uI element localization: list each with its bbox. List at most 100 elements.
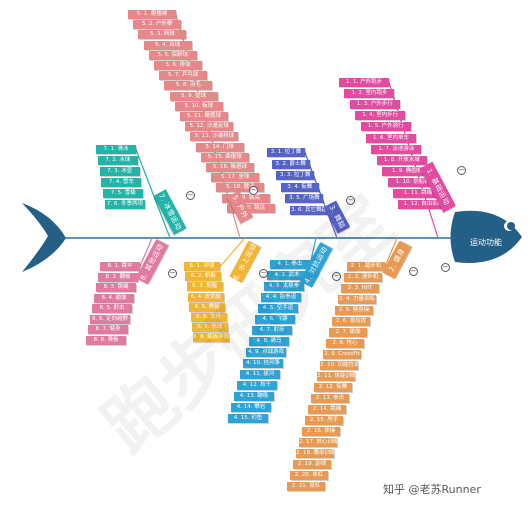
branch-item: 6. 4. 皮划艇 — [187, 292, 224, 302]
branch-item: 5. 20. 跳远 — [226, 203, 275, 213]
watermark-text: 知乎 @老苏Runner — [383, 483, 481, 496]
branch-item: 7. 5. 雪橇 — [103, 189, 144, 198]
fish-tail — [22, 203, 66, 272]
branch-item: 4. 14. 攀岩 — [231, 403, 271, 412]
branch-item: 5. 4. 台球 — [143, 40, 192, 50]
branch-item: 2. 18. 腰部训练 — [296, 449, 334, 458]
branch-item: 6. 7. 水球 — [191, 323, 228, 333]
branch-item: 1. 3. 户外步行 — [349, 100, 400, 110]
collapse-toggle[interactable]: − — [186, 191, 195, 200]
branch-item: 3. 6. 其它舞蹈 — [290, 205, 328, 215]
branch-item: 4. 8. 骑马 — [249, 337, 289, 346]
collapse-toggle[interactable]: − — [409, 267, 418, 276]
branch-item: 1. 9. 椭圆机 — [382, 166, 433, 176]
branch-item: 1. 5. 户外骑行 — [360, 122, 411, 132]
branch-item: 5. 19. 跳高 — [221, 193, 270, 203]
branch-item: 7. 1. 滑冰 — [96, 145, 136, 154]
branch-item: 2. 19. 韵律 — [293, 460, 331, 469]
fish-head — [450, 210, 522, 263]
branch-item: 8. 1. 跳伞 — [100, 262, 140, 271]
collapse-toggle[interactable]: − — [332, 272, 341, 281]
branch-item: 8. 8. 滑板 — [86, 335, 126, 345]
branch-item: 5. 2. 户外攀 — [133, 20, 182, 30]
branch-item: 4. 4. 跆拳道 — [261, 293, 301, 302]
branch-item: 6. 6. 龙舟 — [190, 313, 227, 322]
branch-item: 8. 7. 健身 — [88, 325, 128, 334]
branch-item: 2. 3. HIIT — [341, 284, 379, 293]
branch-item: 2. 21. 双杠 — [287, 482, 325, 491]
branch-bone — [219, 237, 246, 267]
branch-item: 5. 16. 躲避球 — [206, 163, 254, 172]
branch-item: 4. 1. 拳击 — [270, 260, 310, 269]
branch-item: 1. 1. 户外跑步 — [339, 78, 389, 87]
branch-item: 4. 5. 空手道 — [258, 304, 298, 313]
branch-item: 4. 12. 秋千 — [237, 381, 277, 390]
collapse-toggle[interactable]: − — [346, 196, 355, 205]
collapse-toggle[interactable]: − — [249, 186, 258, 195]
branch-item: 6. 5. 赛艇 — [189, 302, 226, 312]
branch-item: 1. 6. 室内单车 — [366, 133, 416, 143]
branch-item: 7. 3. 冰壶 — [99, 167, 140, 176]
branch-bone — [139, 237, 153, 267]
branch-item: 2. 7. 瑜伽 — [329, 328, 367, 337]
branch-item: 8. 6. 定向越野 — [90, 314, 130, 324]
branch-item: 3. 4. 街舞 — [280, 182, 319, 192]
branch-item: 2. 5. 健身操 — [335, 306, 373, 315]
branch-item: 1. 10. 划船机 — [387, 177, 438, 187]
branch-item: 7. 4. 雪车 — [101, 178, 142, 187]
collapse-toggle[interactable]: − — [259, 269, 268, 278]
branch-item: 1. 11. 跳绳 — [393, 189, 443, 198]
branch-item: 4. 3. 太极拳 — [264, 282, 304, 291]
branch-item: 4. 2. 武术 — [267, 271, 307, 280]
branch-item: 2. 13. 拳击 — [311, 394, 349, 403]
branch-item: 8. 3. 跳绳 — [96, 283, 136, 292]
branch-item: 5. 13. 沙滩排球 — [190, 132, 239, 142]
collapse-toggle[interactable]: − — [168, 269, 177, 278]
branch-item: 5. 12. 沙滩足球 — [185, 122, 234, 132]
branch-item: 2. 12. 街舞 — [314, 383, 352, 392]
branch-item: 6. 2. 帆板 — [185, 272, 222, 282]
branch-item: 2. 17. 核心训练 — [299, 438, 337, 447]
branch-bone — [135, 149, 171, 239]
branch-item: 5. 5. 保龄球 — [148, 50, 197, 60]
branch-item: 4. 15. 钓鱼 — [228, 414, 268, 423]
branch-item: 5. 1. 爬楼梯 — [128, 10, 176, 19]
branch-item: 2. 20. 单杠 — [290, 471, 328, 480]
branch-item: 5. 11. 橄榄球 — [180, 112, 228, 121]
branch-item: 1. 2. 室内跑步 — [344, 89, 395, 99]
branch-item: 2. 14. 跳绳 — [308, 405, 346, 414]
branch-item: 5. 14. 门球 — [195, 142, 244, 152]
branch-item: 6. 8. 桨板冲浪 — [193, 333, 230, 343]
branch-item: 4. 11. 拔河 — [240, 370, 280, 379]
collapse-toggle[interactable]: − — [457, 166, 466, 175]
branch-item: 5. 6. 排球 — [154, 61, 202, 70]
branch-item: 3. 3. 拉丁舞 — [276, 171, 315, 180]
branch-item: 5. 3. 网球 — [138, 30, 187, 40]
branch-item: 8. 2. 蹦极 — [98, 272, 138, 282]
branch-item: 5. 10. 板球 — [174, 101, 223, 111]
branch-item: 2. 4. 力量训练 — [338, 295, 376, 304]
branch-item: 3. 1. 拉丁舞 — [267, 148, 305, 157]
branch-item: 7. 2. 冰球 — [97, 156, 138, 165]
branch-item: 1. 12. 自由训练 — [398, 200, 449, 210]
branch-item: 6. 1. 冲浪 — [184, 262, 220, 271]
branch-item: 4. 7. 射箭 — [252, 326, 292, 335]
branch-item: 4. 13. 蹦极 — [234, 392, 274, 401]
branch-item: 5. 9. 壁球 — [169, 91, 218, 101]
branch-item: 2. 8. 核心 — [326, 339, 364, 348]
branch-item: 4. 9. 对战游戏 — [246, 348, 286, 357]
branch-item: 5. 7. 乒乓球 — [159, 71, 208, 81]
branch-item: 3. 5. 广场舞 — [285, 194, 324, 203]
branch-item: 2. 6. 普拉提 — [332, 317, 370, 326]
branch-item: 7. 6. 冬季两项 — [105, 200, 145, 209]
branch-item: 4. 10. 挂风筝 — [243, 359, 283, 368]
branch-item: 1. 7. 泳池游泳 — [371, 144, 422, 154]
branch-item: 5. 18. 毽子 — [216, 183, 265, 193]
branch-item: 4. 6. 飞镖 — [255, 315, 295, 324]
branch-item: 5. 15. 曲棍球 — [200, 152, 249, 162]
branch-item: 5. 8. 羽毛 — [164, 81, 213, 91]
branch-item: 1. 8. 开放水域 — [376, 155, 427, 165]
branch-item: 2. 10. 功能性训练 — [320, 361, 358, 370]
head-collapse-toggle[interactable]: − — [441, 263, 450, 272]
